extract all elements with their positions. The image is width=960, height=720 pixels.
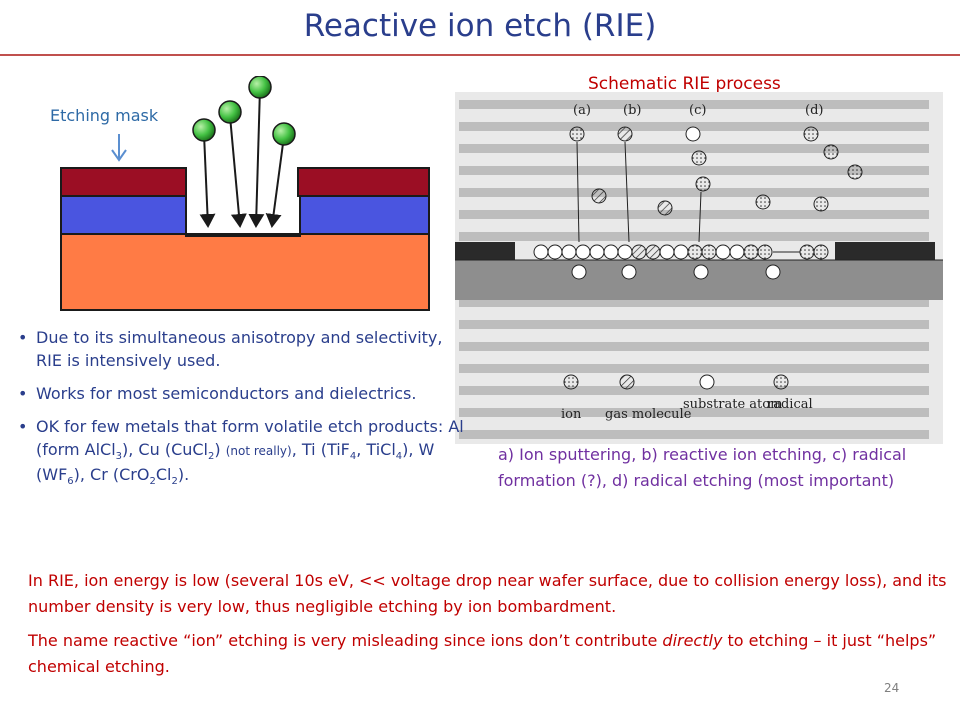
etching-mask-label: Etching mask — [50, 106, 159, 125]
schematic-caption: a) Ion sputtering, b) reactive ion etchi… — [498, 445, 907, 490]
bullet-item: OK for few metals that form volatile etc… — [18, 415, 468, 487]
ion-ball — [272, 122, 296, 146]
panel-label-b: (b) — [623, 103, 641, 118]
mask-left — [60, 167, 187, 197]
bullet-item: Due to its simultaneous anisotropy and s… — [18, 326, 468, 372]
film-layer — [60, 195, 430, 237]
schematic-legend — [563, 374, 789, 390]
misleading-name-paragraph: The name reactive “ion” etching is very … — [28, 631, 937, 676]
etching-diagram — [60, 76, 430, 311]
legend-substrate-atom: substrate atom — [683, 397, 782, 412]
scanned-text-background — [459, 100, 929, 439]
panel-label-d: (d) — [805, 103, 823, 118]
ion-ball — [248, 76, 272, 99]
bullet-list: Due to its simultaneous anisotropy and s… — [18, 326, 468, 496]
panel-label-c: (c) — [689, 103, 706, 118]
page-number: 24 — [884, 681, 900, 695]
schematic-figure: (a) (b) (c) (d) — [455, 92, 943, 444]
legend-radical: radical — [767, 397, 813, 412]
ion-ball — [192, 118, 216, 142]
panel-label-a: (a) — [573, 103, 591, 118]
substrate-layer — [60, 233, 430, 311]
mask-right — [297, 167, 430, 197]
ion-energy-paragraph: In RIE, ion energy is low (several 10s e… — [28, 571, 947, 616]
title-divider — [0, 54, 960, 56]
legend-gas-molecule: gas molecule — [605, 407, 692, 422]
schematic-title: Schematic RIE process — [588, 74, 781, 94]
slide-title: Reactive ion etch (RIE) — [303, 8, 657, 44]
bullet-item: Works for most semiconductors and dielec… — [18, 382, 468, 405]
ion-ball — [218, 100, 242, 124]
legend-ion: ion — [561, 407, 582, 422]
